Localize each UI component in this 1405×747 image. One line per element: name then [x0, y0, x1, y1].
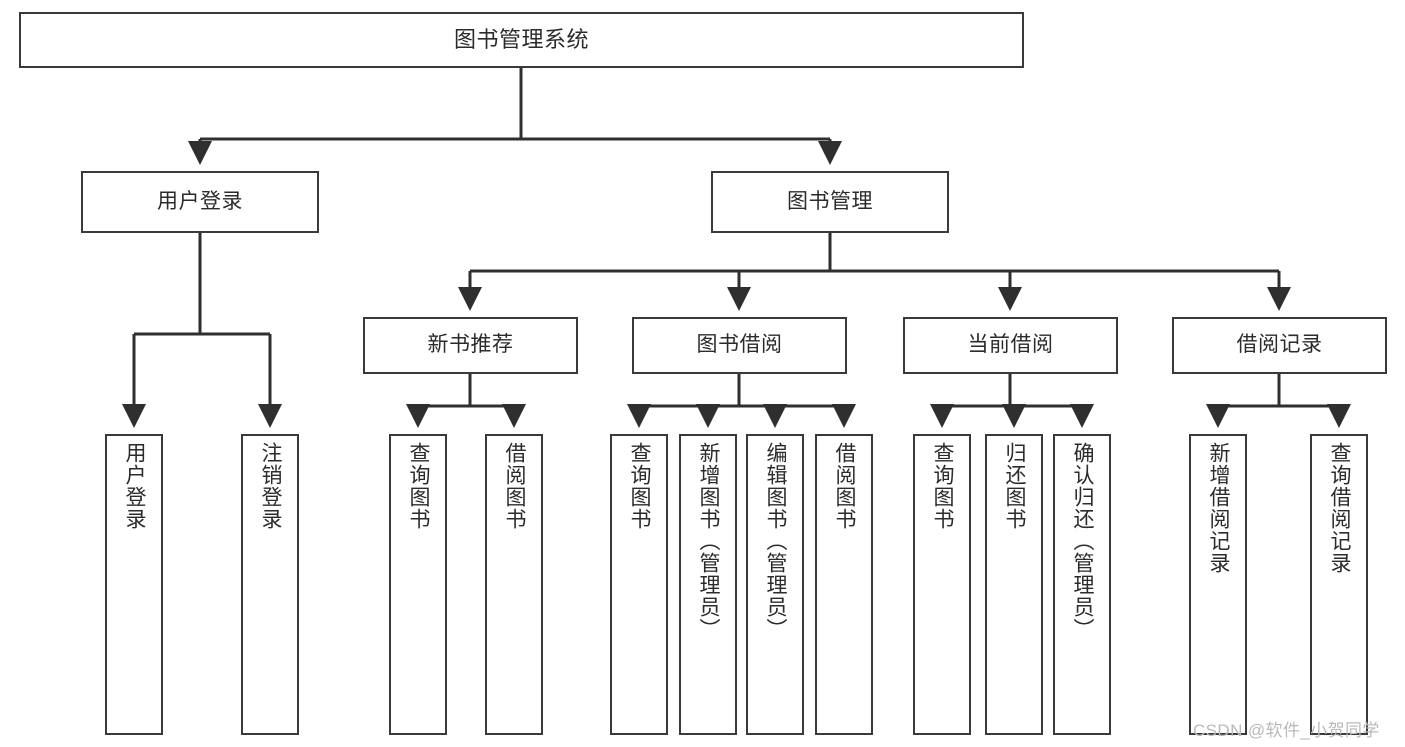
- node-new-book-rec[interactable]: 新书推荐: [363, 317, 578, 374]
- leaf-user-login-label: 用户登录: [123, 442, 147, 530]
- leaf-user-logout-label: 注销登录: [259, 442, 283, 530]
- leaf-borrow-lend[interactable]: 借阅图书: [815, 434, 873, 735]
- leaf-cur-confirm[interactable]: 确认归还（管理员）: [1053, 434, 1111, 735]
- leaf-cur-query[interactable]: 查询图书: [913, 434, 971, 735]
- leaf-cur-query-label: 查询图书: [931, 442, 955, 530]
- leaf-cur-confirm-label: 确认归还（管理员）: [1071, 442, 1095, 640]
- leaf-borrow-edit[interactable]: 编辑图书（管理员）: [746, 434, 804, 735]
- leaf-rec-query[interactable]: 查询图书: [389, 434, 447, 735]
- csdn-watermark: CSDN @软件_小贺同学: [1193, 721, 1380, 740]
- leaf-borrow-add-label: 新增图书（管理员）: [697, 442, 721, 640]
- node-root-label: 图书管理系统: [453, 27, 589, 53]
- node-book-borrow[interactable]: 图书借阅: [632, 317, 847, 374]
- node-new-book-rec-label: 新书推荐: [427, 333, 514, 357]
- node-book-manage[interactable]: 图书管理: [711, 171, 949, 233]
- node-user-login[interactable]: 用户登录: [81, 171, 319, 233]
- leaf-record-add[interactable]: 新增借阅记录: [1189, 434, 1247, 735]
- node-borrow-record-label: 借阅记录: [1236, 333, 1323, 357]
- node-book-manage-label: 图书管理: [787, 189, 873, 213]
- leaf-borrow-lend-label: 借阅图书: [833, 442, 857, 530]
- leaf-rec-borrow[interactable]: 借阅图书: [485, 434, 543, 735]
- leaf-rec-borrow-label: 借阅图书: [503, 442, 527, 530]
- leaf-borrow-edit-label: 编辑图书（管理员）: [764, 442, 788, 640]
- leaf-rec-query-label: 查询图书: [407, 442, 431, 530]
- node-book-borrow-label: 图书借阅: [696, 333, 783, 357]
- leaf-cur-return-label: 归还图书: [1003, 442, 1027, 530]
- node-current-borrow-label: 当前借阅: [967, 333, 1054, 357]
- leaf-borrow-query[interactable]: 查询图书: [610, 434, 668, 735]
- leaf-record-query-label: 查询借阅记录: [1328, 442, 1352, 574]
- node-current-borrow[interactable]: 当前借阅: [903, 317, 1118, 374]
- node-root[interactable]: 图书管理系统: [19, 12, 1024, 68]
- leaf-cur-return[interactable]: 归还图书: [985, 434, 1043, 735]
- leaf-record-query[interactable]: 查询借阅记录: [1310, 434, 1368, 735]
- node-user-login-label: 用户登录: [157, 189, 243, 213]
- node-borrow-record[interactable]: 借阅记录: [1172, 317, 1387, 374]
- leaf-record-add-label: 新增借阅记录: [1207, 442, 1231, 574]
- leaf-user-logout[interactable]: 注销登录: [241, 434, 299, 735]
- leaf-user-login[interactable]: 用户登录: [105, 434, 163, 735]
- leaf-borrow-add[interactable]: 新增图书（管理员）: [679, 434, 737, 735]
- leaf-borrow-query-label: 查询图书: [628, 442, 652, 530]
